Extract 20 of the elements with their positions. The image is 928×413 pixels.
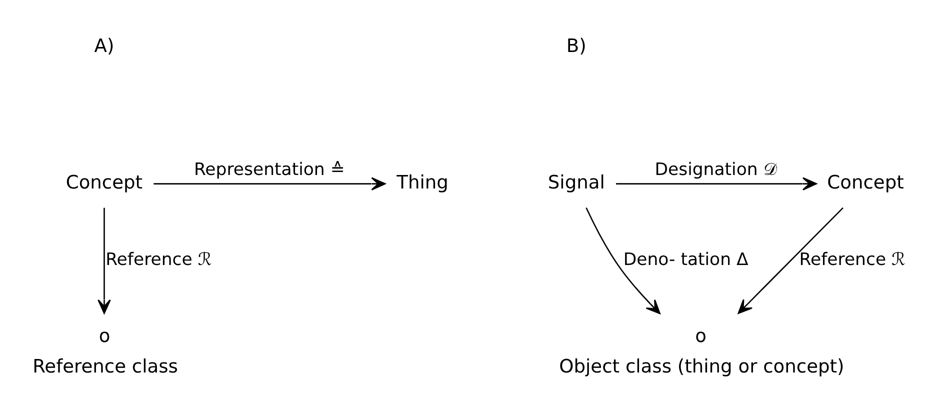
node-text: o [695,325,706,346]
edge-label: Reference ℛ [799,250,906,270]
edge-label: Representation ≙ [194,160,345,180]
edge-label: Reference ℛ [106,250,212,270]
node-label: Reference class [32,356,178,377]
node-text: Concept [66,172,143,194]
node-text: Thing [396,172,448,194]
label: B) [566,36,586,57]
arrow [738,206,844,314]
arrow [154,176,386,190]
node-text: Concept [827,172,904,194]
arrow [616,176,817,190]
label: A) [94,36,114,57]
node-text: Signal [548,172,605,194]
edge-label: Designation 𝒟 [654,160,778,180]
edge-label: Deno- tation Δ [623,250,748,270]
node-text: o [98,325,110,346]
arrow [586,207,660,314]
node-label: Object class (thing or concept) [559,356,844,377]
arrow [98,207,111,314]
